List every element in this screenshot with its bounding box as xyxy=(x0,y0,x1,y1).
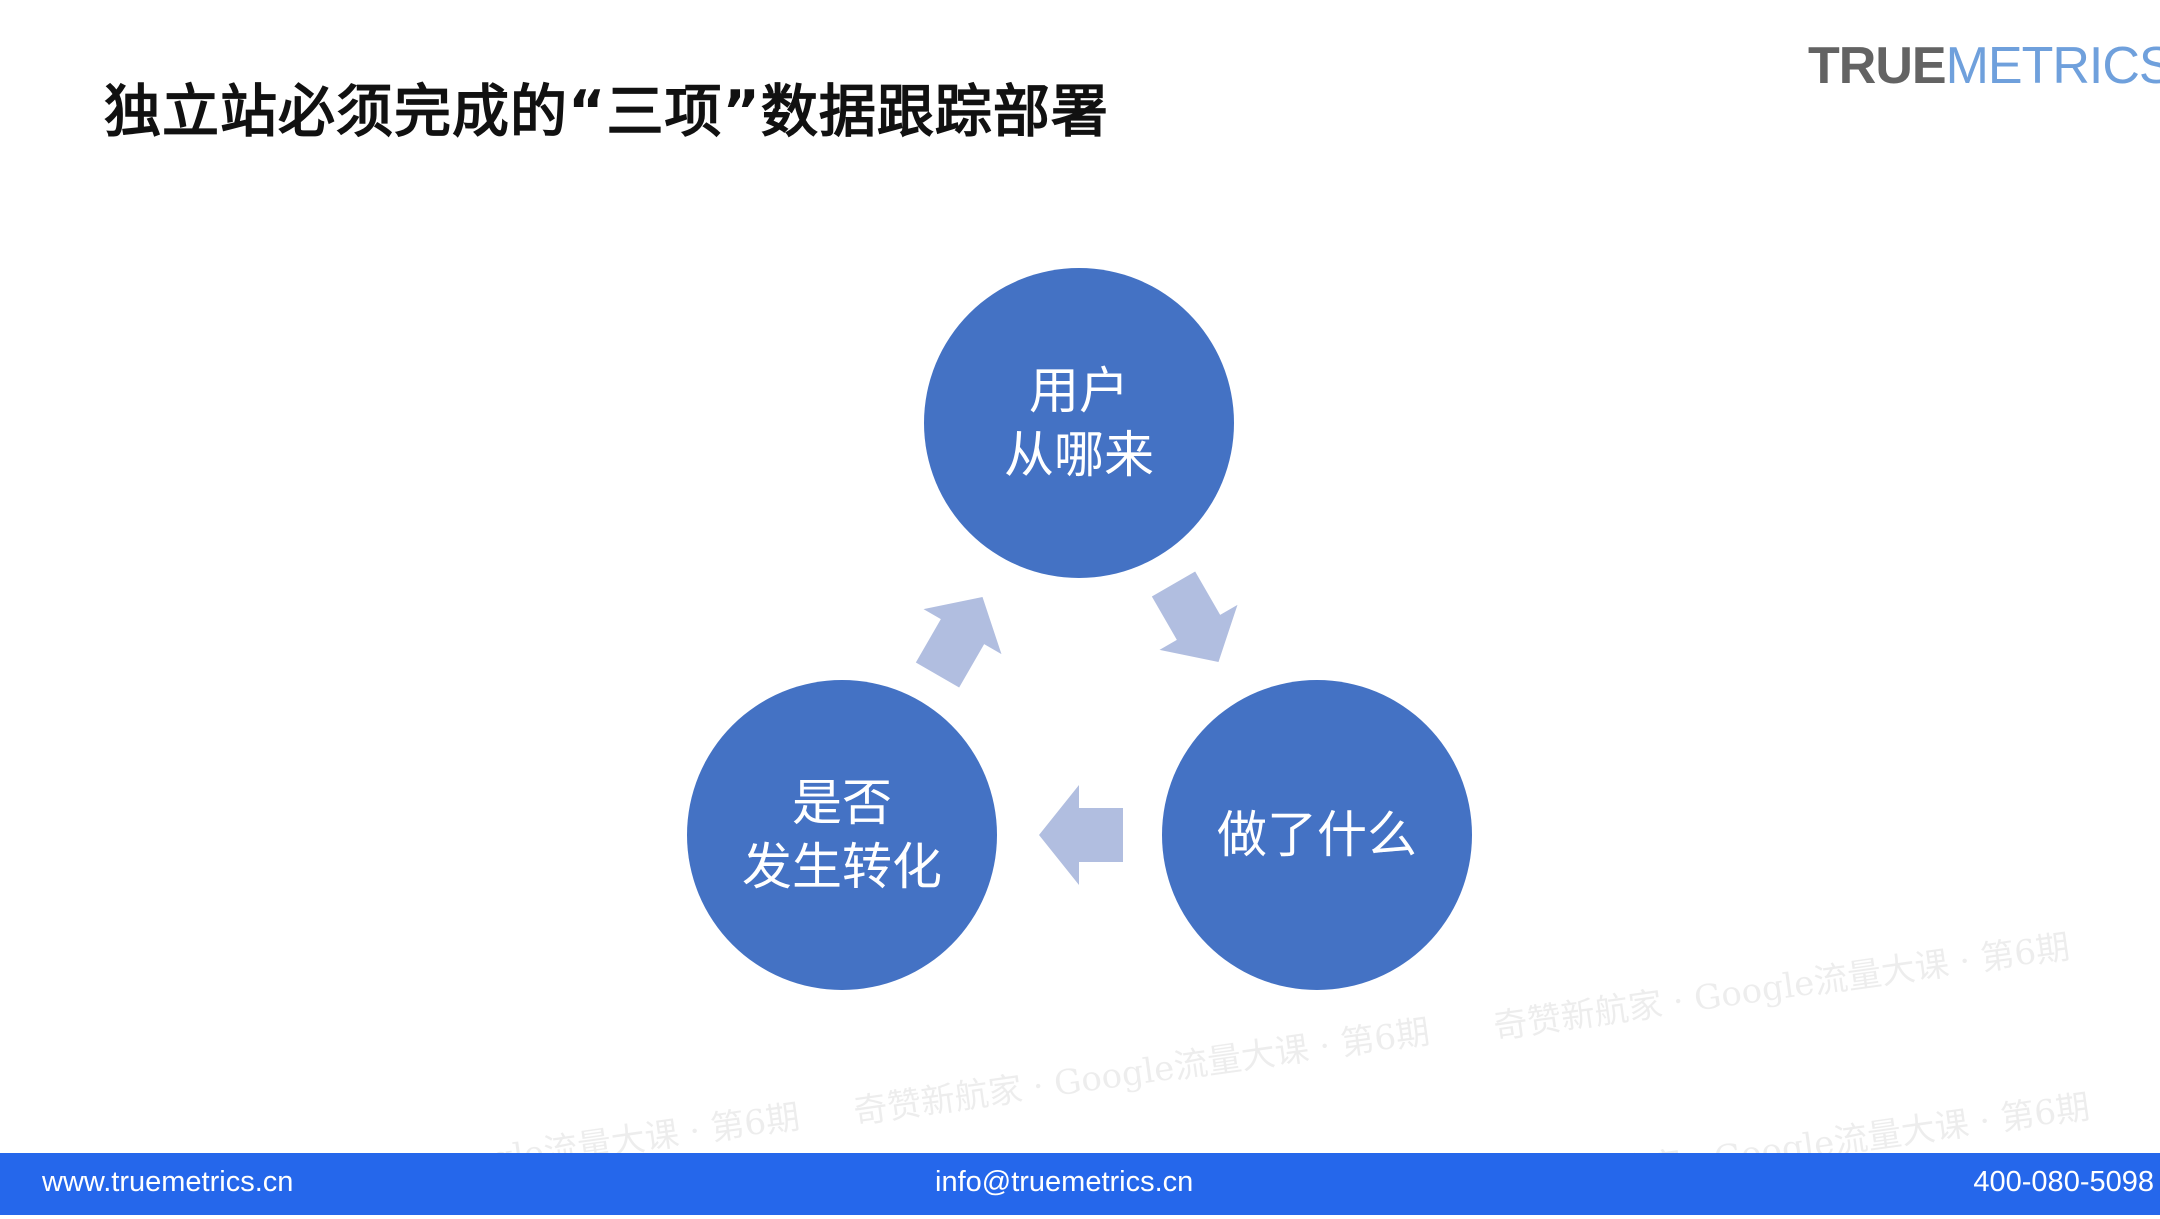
arrow-left-icon xyxy=(1039,785,1123,885)
node-user-behavior: 做了什么 xyxy=(1162,680,1472,990)
footer-email[interactable]: info@truemetrics.cn xyxy=(935,1166,1194,1198)
footer-website[interactable]: www.truemetrics.cn xyxy=(42,1166,294,1198)
node-traffic-source: 用户从哪来 xyxy=(924,268,1234,578)
footer-phone: 400-080-5098 xyxy=(1973,1166,2154,1198)
footer-bar: www.truemetrics.cn info@truemetrics.cn 4… xyxy=(0,1153,2160,1215)
arrow-down-right-icon xyxy=(1151,571,1238,662)
node-conversion: 是否发生转化 xyxy=(687,680,997,990)
truemetrics-logo: TRUEMETRICS xyxy=(1808,37,2160,95)
page-title: 独立站必须完成的“三项”数据跟踪部署 xyxy=(104,79,1109,145)
arrow-up-right-icon xyxy=(915,597,1002,688)
